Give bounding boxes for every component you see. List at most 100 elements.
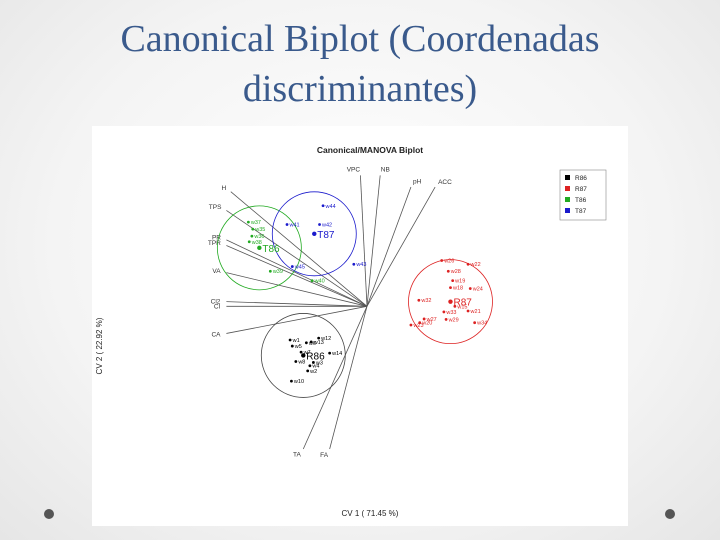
confidence-circle-r86 [260, 313, 346, 398]
point-w37 [246, 220, 250, 224]
point-w38 [247, 240, 251, 244]
confidence-circle-t87 [271, 191, 357, 277]
point-w43 [352, 262, 356, 266]
vector-label-va: VA [212, 268, 221, 275]
vector-line-pr [226, 239, 368, 307]
point-label-w22: w22 [470, 262, 481, 268]
point-label-w10: w10 [293, 379, 304, 385]
legend-swatch-t87 [565, 208, 570, 213]
vector-label-pr: PR [212, 234, 221, 241]
point-label-w44: w44 [325, 204, 336, 210]
vector-label-ph: pH [413, 178, 422, 185]
vector-label-acc: ACC [438, 179, 452, 186]
point-label-w19: w19 [454, 279, 465, 285]
point-w39 [268, 269, 272, 273]
centroid-label-t87: T87 [317, 230, 335, 241]
point-label-w40: w40 [314, 279, 325, 285]
point-label-w35: w35 [254, 227, 265, 233]
vector-label-tps: TPS [209, 204, 222, 211]
point-w34 [473, 321, 477, 325]
point-w42 [318, 223, 321, 226]
point-label-w32: w32 [420, 298, 431, 304]
point-w36 [250, 234, 254, 238]
centroid-t86 [257, 245, 262, 251]
point-label-w20: w20 [421, 321, 432, 327]
vector-line-cl2 [226, 301, 368, 307]
vector-line-h [230, 191, 368, 307]
vector-line-vpc [360, 175, 368, 307]
point-w10 [290, 379, 293, 383]
point-label-w38: w38 [251, 240, 262, 246]
point-label-w21: w21 [470, 309, 481, 315]
slide-title-line-2: discriminantes) [242, 68, 478, 110]
legend-swatch-t86 [565, 197, 570, 202]
point-w32 [417, 298, 421, 302]
point-label-w13: w13 [313, 340, 324, 346]
point-w14 [328, 351, 332, 355]
legend-label-r87: R87 [575, 186, 587, 193]
point-label-w1: w1 [292, 338, 300, 344]
point-label-w15: w15 [456, 304, 467, 310]
point-label-w24: w24 [472, 287, 483, 293]
vector-label-ci: CI [214, 303, 221, 310]
point-label-w41: w41 [289, 222, 300, 228]
point-label-w36: w36 [253, 234, 264, 240]
vector-label-h: H [221, 185, 226, 192]
point-label-w7: w7 [303, 350, 311, 356]
point-w24 [468, 287, 472, 290]
centroid-label-r86: R86 [306, 351, 325, 362]
point-w12 [317, 336, 321, 340]
chart-title: Canonical/MANOVA Biplot [317, 145, 423, 155]
centroid-t87 [312, 231, 317, 237]
slide-decoration-dot-right [665, 509, 675, 519]
vector-label-ca: CA [211, 332, 221, 339]
slide-title: Canonical Biplot (Coordenadas discrimina… [0, 14, 720, 114]
legend-label-r86: R86 [575, 175, 587, 182]
centroid-label-r87: R87 [453, 298, 472, 309]
vector-line-tps [226, 210, 368, 307]
point-label-w6: w6 [308, 341, 316, 347]
point-label-w28: w28 [450, 269, 461, 275]
point-label-w12: w12 [320, 336, 331, 342]
point-label-w26: w26 [443, 258, 454, 264]
point-w6 [304, 341, 308, 345]
point-w15 [453, 304, 457, 308]
point-w1 [288, 338, 292, 342]
point-label-w23: w23 [412, 323, 423, 329]
vector-line-ta [302, 306, 368, 450]
centroid-r87 [448, 299, 453, 304]
vector-line-acc [366, 186, 436, 307]
vector-label-vpc: VPC [347, 166, 361, 173]
legend-swatch-r87 [565, 186, 570, 191]
observation-points: w1w5w7w8w2w10w3w4w6w13w12w14R86w26w22w28… [246, 204, 487, 385]
point-label-w39: w39 [272, 269, 283, 275]
confidence-circle-t86 [216, 205, 302, 291]
point-label-w8: w8 [297, 360, 305, 366]
point-label-w18: w18 [452, 286, 463, 292]
vector-line-nb [366, 175, 381, 307]
point-w45 [290, 265, 294, 268]
vector-line-fa [329, 306, 368, 450]
legend-label-t86: T86 [575, 197, 587, 204]
point-w23 [409, 323, 413, 327]
point-w13 [309, 340, 313, 344]
vector-label-fa: FA [320, 452, 329, 459]
point-label-w33: w33 [445, 310, 456, 316]
point-label-w45: w45 [294, 265, 305, 271]
confidence-circle-r87 [408, 259, 493, 345]
point-w40 [310, 279, 314, 282]
vector-label-ta: TA [293, 451, 301, 458]
vector-label-tpr: TPR [208, 240, 221, 247]
vector-line-ca [226, 305, 368, 334]
y-axis-label: CV 2 ( 22.92 %) [95, 317, 104, 374]
point-w19 [451, 279, 455, 282]
vector-line-ph [366, 186, 412, 307]
point-label-w29: w29 [448, 317, 459, 323]
legend-swatch-r86 [565, 175, 570, 180]
point-w35 [251, 227, 255, 231]
point-label-w14: w14 [331, 351, 342, 357]
point-w2 [306, 369, 310, 373]
vector-line-tpr [226, 245, 368, 307]
point-w27 [422, 317, 426, 321]
